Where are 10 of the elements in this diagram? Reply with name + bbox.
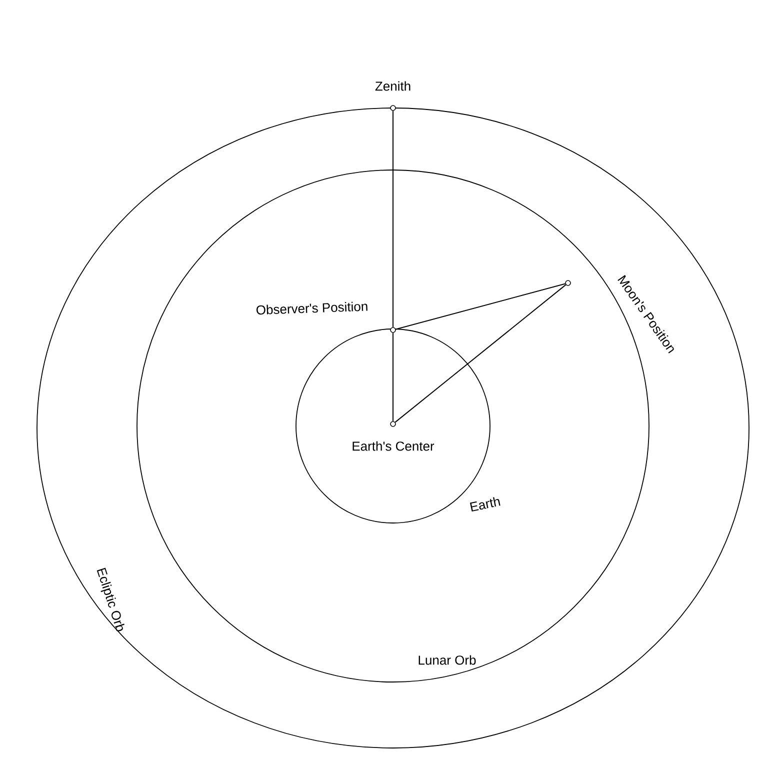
connecting-line [394, 284, 566, 423]
point-label: Observer's Position [256, 302, 368, 315]
connecting-line [395, 283, 566, 330]
point-label: Lunar Orb [418, 655, 476, 665]
connecting-line [392, 332, 394, 422]
point-label: Zenith [375, 81, 410, 91]
point-label: Earth's Center [352, 441, 434, 451]
connecting-line [392, 110, 394, 328]
point-label: Earth [470, 497, 500, 512]
point-label: Ecliptic Orb [96, 568, 124, 632]
